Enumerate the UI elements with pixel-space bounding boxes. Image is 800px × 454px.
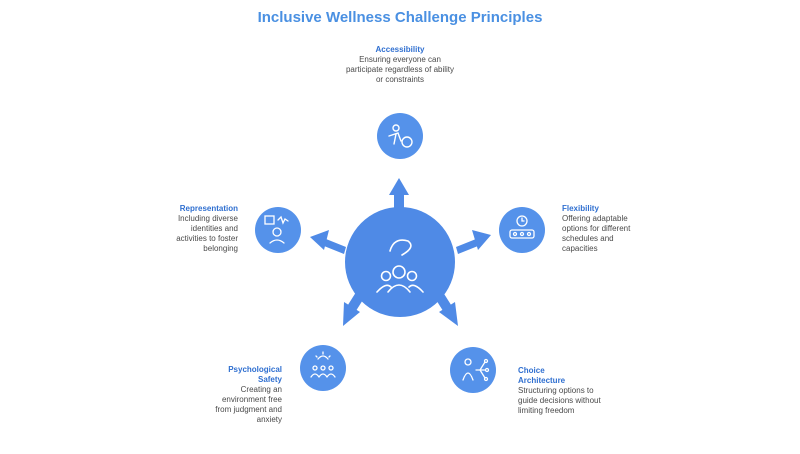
label-representation: Representation Including diverse identit… <box>166 204 238 254</box>
clock-people-icon <box>509 215 535 239</box>
heading-flexibility: Flexibility <box>562 204 599 213</box>
label-psychological-safety: Psychological Safety Creating an environ… <box>210 365 282 425</box>
page-title: Inclusive Wellness Challenge Principles <box>257 9 543 26</box>
description-flexibility: Offering adaptable options for different… <box>562 214 631 253</box>
people-group-icon <box>376 239 424 293</box>
arrow-flexibility <box>456 230 491 254</box>
label-accessibility: Accessibility Ensuring everyone can part… <box>345 45 455 85</box>
ball-exercise-icon <box>388 124 413 148</box>
node-choice-architecture <box>450 347 496 393</box>
description-psychological-safety: Creating an environment free from judgme… <box>215 385 282 424</box>
arrow-representation <box>310 230 346 254</box>
decision-tree-icon <box>462 358 490 382</box>
label-choice-architecture: Choice Architecture Structuring options … <box>518 366 604 416</box>
center-hub <box>345 207 455 317</box>
node-representation <box>255 207 301 253</box>
node-psychological-safety <box>300 345 346 391</box>
safe-group-icon <box>310 351 336 378</box>
description-representation: Including diverse identities and activit… <box>176 214 238 253</box>
label-flexibility: Flexibility Offering adaptable options f… <box>562 204 644 254</box>
heading-psychological-safety: Psychological Safety <box>228 365 282 384</box>
arrow-accessibility <box>389 178 409 215</box>
heading-choice-architecture: Choice Architecture <box>518 366 566 385</box>
identity-icon <box>264 215 289 244</box>
heading-accessibility: Accessibility <box>375 45 425 54</box>
description-choice-architecture: Structuring options to guide decisions w… <box>518 386 601 415</box>
description-accessibility: Ensuring everyone can participate regard… <box>345 55 455 84</box>
heading-representation: Representation <box>179 204 238 213</box>
node-accessibility <box>377 113 423 159</box>
